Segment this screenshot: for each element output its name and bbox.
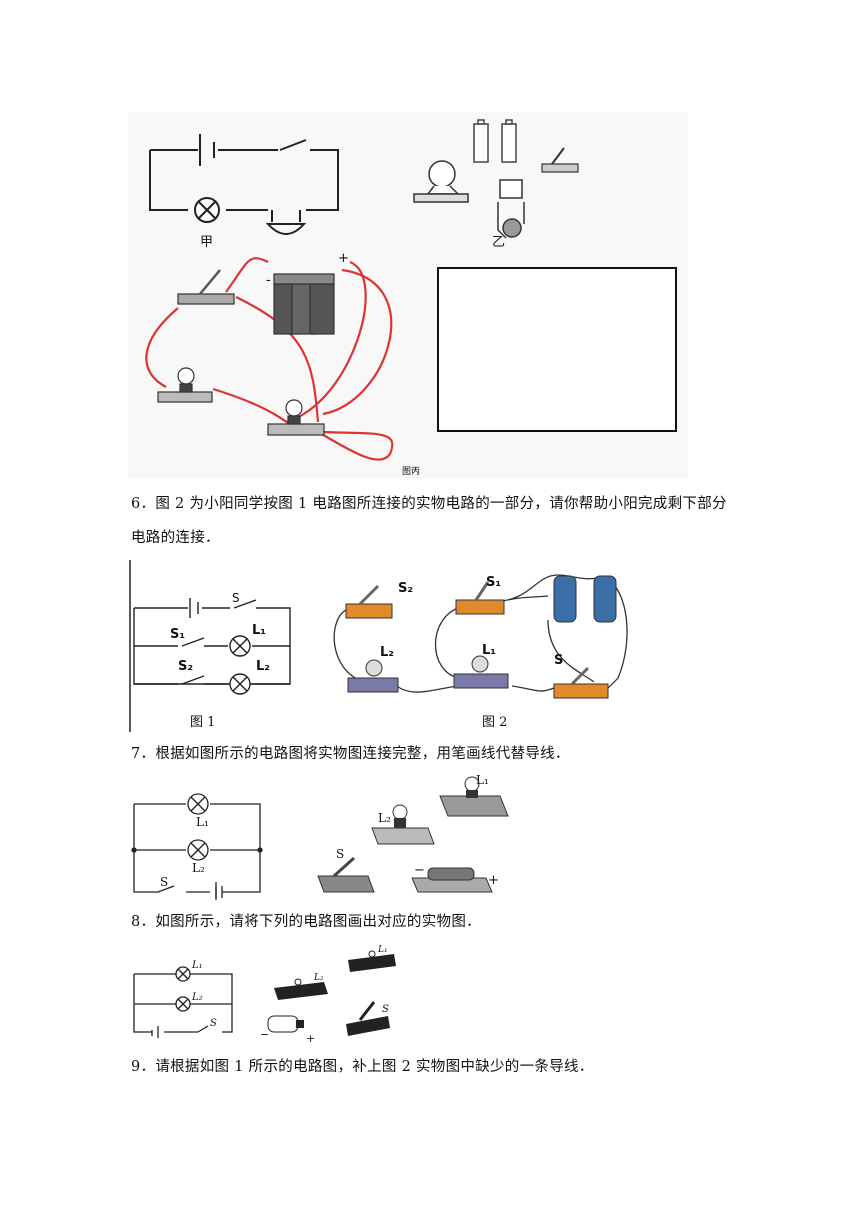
q7-physical-l1: L₁ bbox=[476, 773, 489, 787]
electric-bell-yi bbox=[497, 179, 525, 239]
bell-symbol-jia bbox=[265, 210, 307, 235]
switch-s1-q6 bbox=[455, 581, 505, 615]
switch-q8 bbox=[346, 1001, 390, 1036]
schematic-q6 bbox=[133, 598, 291, 695]
q7-physical-minus: − bbox=[414, 863, 425, 878]
battery-cells-yi bbox=[473, 119, 517, 163]
plus-sign-bing: + bbox=[338, 251, 349, 266]
lamp-symbol-jia bbox=[194, 197, 220, 223]
q6-fig1-caption: 图 1 bbox=[190, 715, 215, 730]
bulb-1-bing bbox=[157, 367, 213, 403]
switch-q7 bbox=[317, 856, 375, 893]
question-6-line-2: 电路的连接． bbox=[131, 530, 220, 546]
lamp-l1-q6 bbox=[453, 655, 509, 689]
circuit-jia bbox=[149, 134, 339, 211]
q8-physical-s: S bbox=[382, 1004, 389, 1015]
schematic-q7 bbox=[131, 793, 263, 900]
question-6-line-1: 6．图 2 为小阳同学按图 1 电路图所连接的实物电路的一部分，请你帮助小阳完成… bbox=[131, 496, 727, 512]
q8-physical-l2: L₂ bbox=[313, 973, 324, 983]
battery-cells-q6 bbox=[553, 575, 617, 623]
label-yi: 乙 bbox=[492, 235, 505, 250]
q6-fig1-label-s: S bbox=[232, 591, 240, 605]
lamp-l2-q6 bbox=[347, 659, 399, 693]
question-8-figure: L₁ L₂ S L₁ L₂ S − + bbox=[128, 944, 404, 1046]
question-7-figure: L₁ L₂ S L₁ L₂ S − + bbox=[128, 770, 514, 900]
figure-jia-yi-bing: 甲 乙 bbox=[128, 112, 688, 478]
battery-q7 bbox=[411, 867, 493, 893]
q7-schematic-s: S bbox=[160, 875, 168, 889]
switch-yi bbox=[541, 147, 579, 173]
q8-physical-minus: − bbox=[260, 1028, 269, 1041]
q6-fig1-label-s1: S₁ bbox=[170, 627, 185, 642]
q6-fig2-label-s1: S₁ bbox=[486, 575, 501, 590]
q6-fig1-label-s2: S₂ bbox=[178, 659, 193, 674]
knife-switch-bing bbox=[177, 269, 235, 305]
q8-schematic-l1: L₁ bbox=[191, 960, 203, 971]
question-7-line-1: 7．根据如图所示的电路图将实物图连接完整，用笔画线代替导线． bbox=[131, 746, 570, 762]
lamp-l1-q7 bbox=[439, 776, 509, 817]
schematic-q8 bbox=[133, 966, 233, 1038]
q7-physical-plus: + bbox=[488, 873, 499, 888]
q6-fig1-label-l1: L₁ bbox=[252, 623, 266, 638]
lamp-l2-q7 bbox=[371, 804, 435, 845]
q6-fig2-label-s: S bbox=[554, 653, 563, 668]
minus-sign-bing: - bbox=[266, 273, 271, 288]
question-6-figure: S S₁ L₁ S₂ L₂ 图 1 bbox=[128, 560, 630, 732]
question-8-line-1: 8．如图所示，请将下列的电路图画出对应的实物图． bbox=[131, 914, 481, 930]
q6-fig2-label-l1: L₁ bbox=[482, 643, 496, 658]
q8-physical-plus: + bbox=[306, 1032, 315, 1045]
answer-box bbox=[437, 267, 677, 432]
q8-schematic-s: S bbox=[210, 1018, 217, 1029]
q7-schematic-l2: L₂ bbox=[192, 861, 205, 875]
q6-fig2-label-l2: L₂ bbox=[380, 645, 394, 660]
bulb-2-bing bbox=[267, 399, 325, 436]
battery-box-bing bbox=[273, 273, 335, 335]
q7-physical-l2: L₂ bbox=[378, 811, 391, 825]
q8-schematic-l2: L₂ bbox=[191, 992, 203, 1003]
question-9-line-1: 9．请根据如图 1 所示的电路图，补上图 2 实物图中缺少的一条导线． bbox=[131, 1059, 594, 1075]
lamp-l2-q8 bbox=[274, 978, 328, 1000]
q6-fig1-label-l2: L₂ bbox=[256, 659, 270, 674]
bulb-on-stand-yi bbox=[413, 160, 469, 203]
switch-s-q6 bbox=[553, 666, 609, 699]
label-jia: 甲 bbox=[200, 235, 213, 250]
q6-fig2-label-s2: S₂ bbox=[398, 581, 413, 596]
battery-q8 bbox=[267, 1015, 304, 1033]
q8-physical-l1: L₁ bbox=[377, 945, 388, 955]
lamp-l1-q8 bbox=[348, 950, 396, 972]
switch-s2-q6 bbox=[345, 584, 393, 619]
q6-fig2-caption: 图 2 bbox=[482, 715, 507, 730]
q7-physical-s: S bbox=[336, 847, 344, 861]
q7-schematic-l1: L₁ bbox=[196, 815, 209, 829]
label-bing: 图丙 bbox=[402, 466, 420, 477]
